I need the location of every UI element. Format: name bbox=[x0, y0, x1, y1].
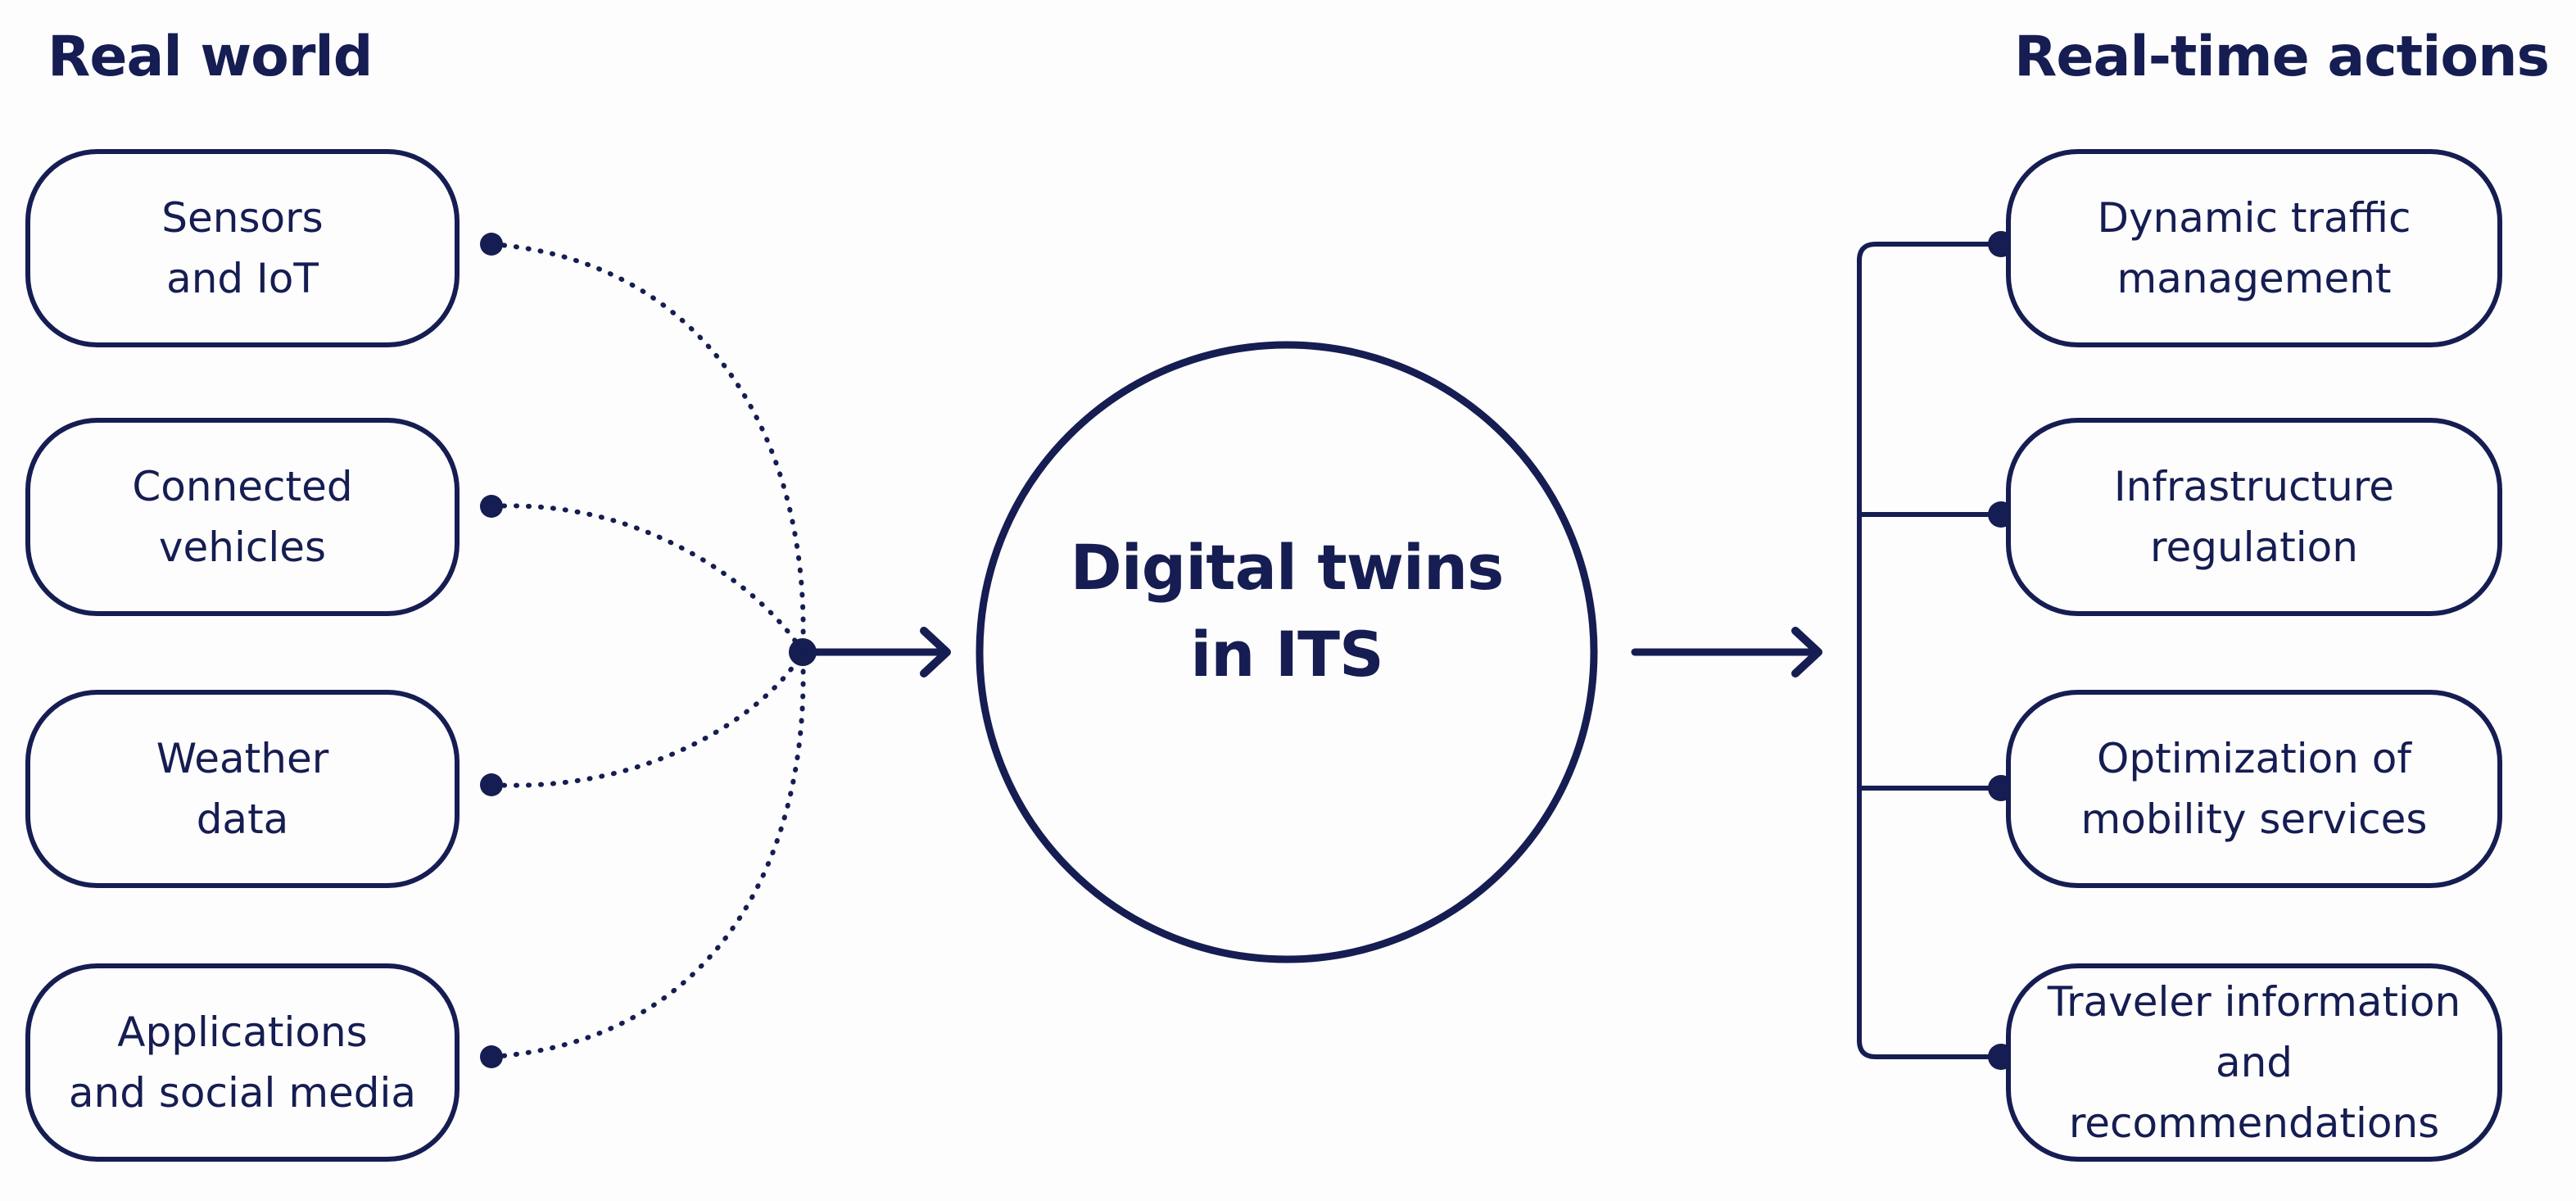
output-box-optimization: Optimization of mobility services bbox=[2006, 690, 2502, 888]
digital-twin-circle bbox=[976, 341, 1598, 963]
input-connector-sensors bbox=[489, 242, 806, 655]
real-world-heading: Real world bbox=[48, 25, 373, 89]
digital-twin-label: Digital twins in ITS bbox=[1070, 531, 1505, 691]
input-dot-sensors bbox=[480, 233, 503, 256]
output-box-regulation: Infrastructure regulation bbox=[2006, 418, 2502, 616]
input-dot-weather bbox=[480, 773, 503, 796]
input-box-vehicles: Connected vehicles bbox=[25, 418, 460, 616]
input-dot-vehicles bbox=[480, 495, 503, 518]
output-box-traffic: Dynamic traffic management bbox=[2006, 149, 2502, 347]
output-label-traveler: Traveler information and recommendations bbox=[2047, 978, 2461, 1147]
input-arrow bbox=[799, 627, 951, 678]
output-box-traveler: Traveler information and recommendations bbox=[2006, 963, 2502, 1162]
input-dot-applications bbox=[480, 1045, 503, 1068]
input-label-sensors: Sensors and IoT bbox=[161, 194, 324, 302]
output-label-traffic: Dynamic traffic management bbox=[2097, 194, 2411, 302]
input-connector-vehicles bbox=[489, 503, 805, 655]
output-arrow bbox=[1631, 627, 1822, 678]
input-box-applications: Applications and social media bbox=[25, 963, 460, 1162]
input-connector-weather bbox=[489, 650, 805, 788]
real-time-actions-heading: Real-time actions bbox=[2014, 25, 2550, 89]
input-box-weather: Weather data bbox=[25, 690, 460, 888]
output-label-regulation: Infrastructure regulation bbox=[2113, 463, 2395, 571]
input-label-applications: Applications and social media bbox=[68, 1008, 417, 1117]
input-box-sensors: Sensors and IoT bbox=[25, 149, 460, 347]
input-connector-applications bbox=[489, 650, 806, 1059]
input-label-vehicles: Connected vehicles bbox=[132, 463, 353, 571]
output-bracket bbox=[1857, 242, 2001, 1059]
output-label-optimization: Optimization of mobility services bbox=[2080, 735, 2428, 843]
input-label-weather: Weather data bbox=[156, 735, 329, 843]
